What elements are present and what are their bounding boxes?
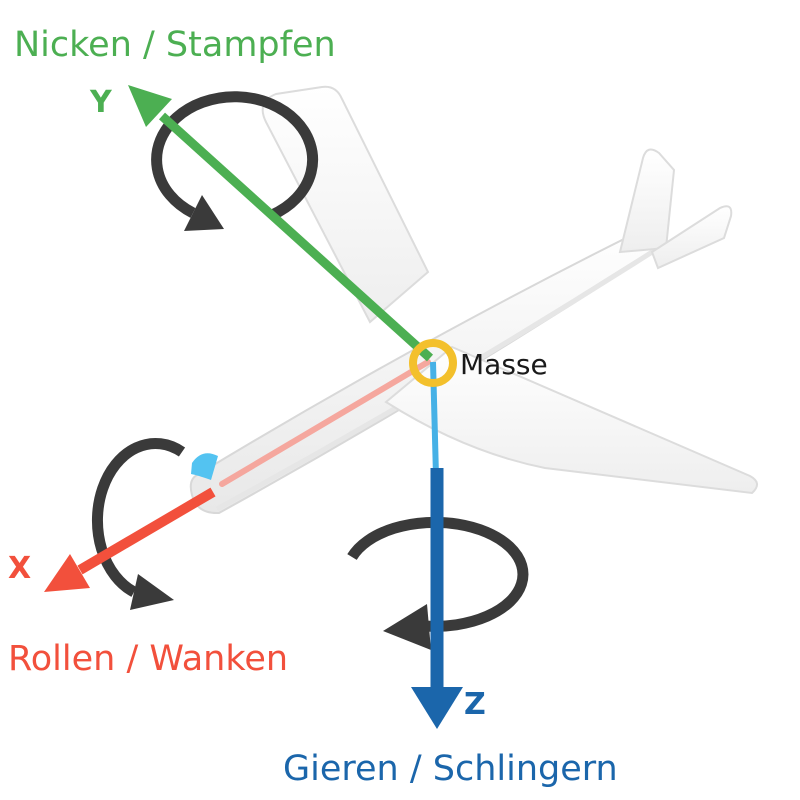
yaw-axis-label: Gieren / Schlingern bbox=[283, 749, 618, 789]
roll-axis-label: Rollen / Wanken bbox=[8, 639, 288, 679]
aircraft-tail-fin bbox=[618, 148, 676, 254]
aircraft bbox=[189, 85, 758, 515]
pitch-rotation-arc bbox=[151, 91, 319, 221]
yaw-rotation-arrowhead-icon bbox=[383, 604, 431, 650]
aircraft-wing-near bbox=[384, 345, 758, 495]
center-of-mass-ring bbox=[409, 339, 457, 387]
y-axis-letter: Y bbox=[89, 85, 113, 120]
mass-label: Masse bbox=[460, 348, 548, 381]
x-axis-line bbox=[77, 487, 216, 575]
pitch-axis-label: Nicken / Stampfen bbox=[14, 25, 336, 65]
rotation-arrows bbox=[91, 91, 529, 650]
roll-axis-inner-line bbox=[219, 359, 431, 487]
aircraft-tailplane bbox=[650, 205, 733, 270]
pitch-rotation-arrowhead-icon bbox=[184, 195, 224, 231]
z-axis-arrowhead-icon bbox=[411, 687, 463, 729]
z-axis-letter: Z bbox=[464, 687, 486, 722]
y-axis-line bbox=[158, 112, 434, 362]
roll-rotation-arc bbox=[91, 437, 186, 597]
aircraft-wing-far bbox=[261, 85, 430, 324]
cockpit-window-icon bbox=[191, 453, 218, 480]
x-axis-letter: X bbox=[8, 551, 31, 586]
y-axis-arrowhead-icon bbox=[128, 85, 172, 127]
x-axis-arrowhead-icon bbox=[44, 554, 90, 592]
yaw-rotation-arc bbox=[347, 516, 529, 632]
roll-rotation-arrowhead-icon bbox=[130, 574, 174, 610]
